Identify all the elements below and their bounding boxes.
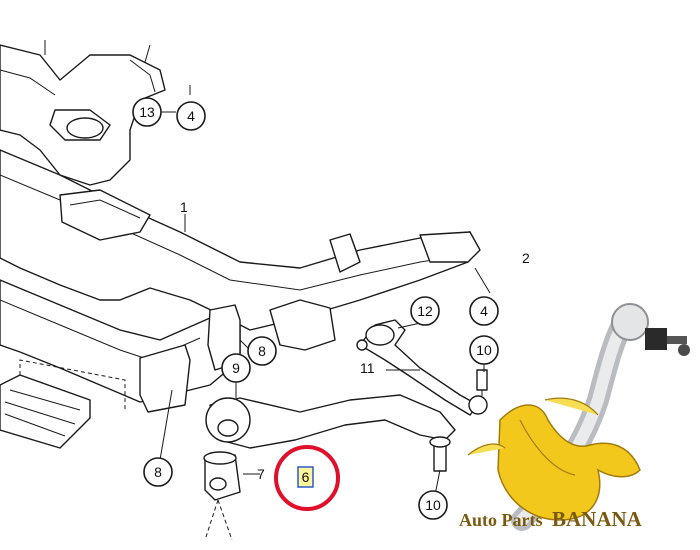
ball-joint-right [476, 369, 488, 391]
highlight-ring [274, 445, 340, 511]
label-1: 1 [180, 199, 188, 215]
callout-10-low-label: 10 [425, 497, 441, 513]
lower-wishbone [205, 394, 456, 470]
watermark-brand: BANANA [552, 507, 643, 531]
callout-12[interactable]: 12 [410, 296, 440, 326]
callout-9[interactable]: 9 [221, 353, 251, 383]
label-11: 11 [360, 360, 375, 376]
label-7: 7 [257, 466, 265, 482]
watermark-text: Auto Parts BANANA [459, 507, 643, 531]
callout-8-mid-label: 8 [258, 343, 266, 359]
rubber-mount [203, 451, 241, 541]
callout-12-label: 12 [417, 303, 433, 319]
ball-joint-low [429, 436, 451, 472]
callout-9-label: 9 [232, 360, 240, 376]
callout-6[interactable]: 6 [297, 466, 314, 488]
upper-structure [0, 40, 166, 186]
label-2: 2 [522, 250, 530, 266]
callout-8-low-label: 8 [154, 464, 162, 480]
callout-4-mid[interactable]: 4 [469, 296, 499, 326]
callout-13-label: 13 [139, 104, 155, 120]
callout-8-mid[interactable]: 8 [247, 336, 277, 366]
callout-10-right[interactable]: 10 [469, 335, 499, 365]
watermark-text-line: Auto Parts BANANA [459, 507, 643, 531]
callout-6-label: 6 [302, 469, 310, 485]
skid-plate [0, 359, 126, 449]
callout-4-mid-label: 4 [480, 303, 488, 319]
callout-4-top[interactable]: 4 [176, 101, 206, 131]
callout-13[interactable]: 13 [132, 97, 162, 127]
tension-strut [356, 319, 488, 416]
watermark-prefix: Auto Parts [459, 510, 543, 530]
callout-10-low[interactable]: 10 [418, 490, 448, 520]
callout-4-top-label: 4 [187, 108, 195, 124]
front-subframe [0, 149, 481, 413]
callout-10-right-label: 10 [476, 342, 492, 358]
callout-8-low[interactable]: 8 [143, 457, 173, 487]
banana-logo [467, 397, 641, 521]
